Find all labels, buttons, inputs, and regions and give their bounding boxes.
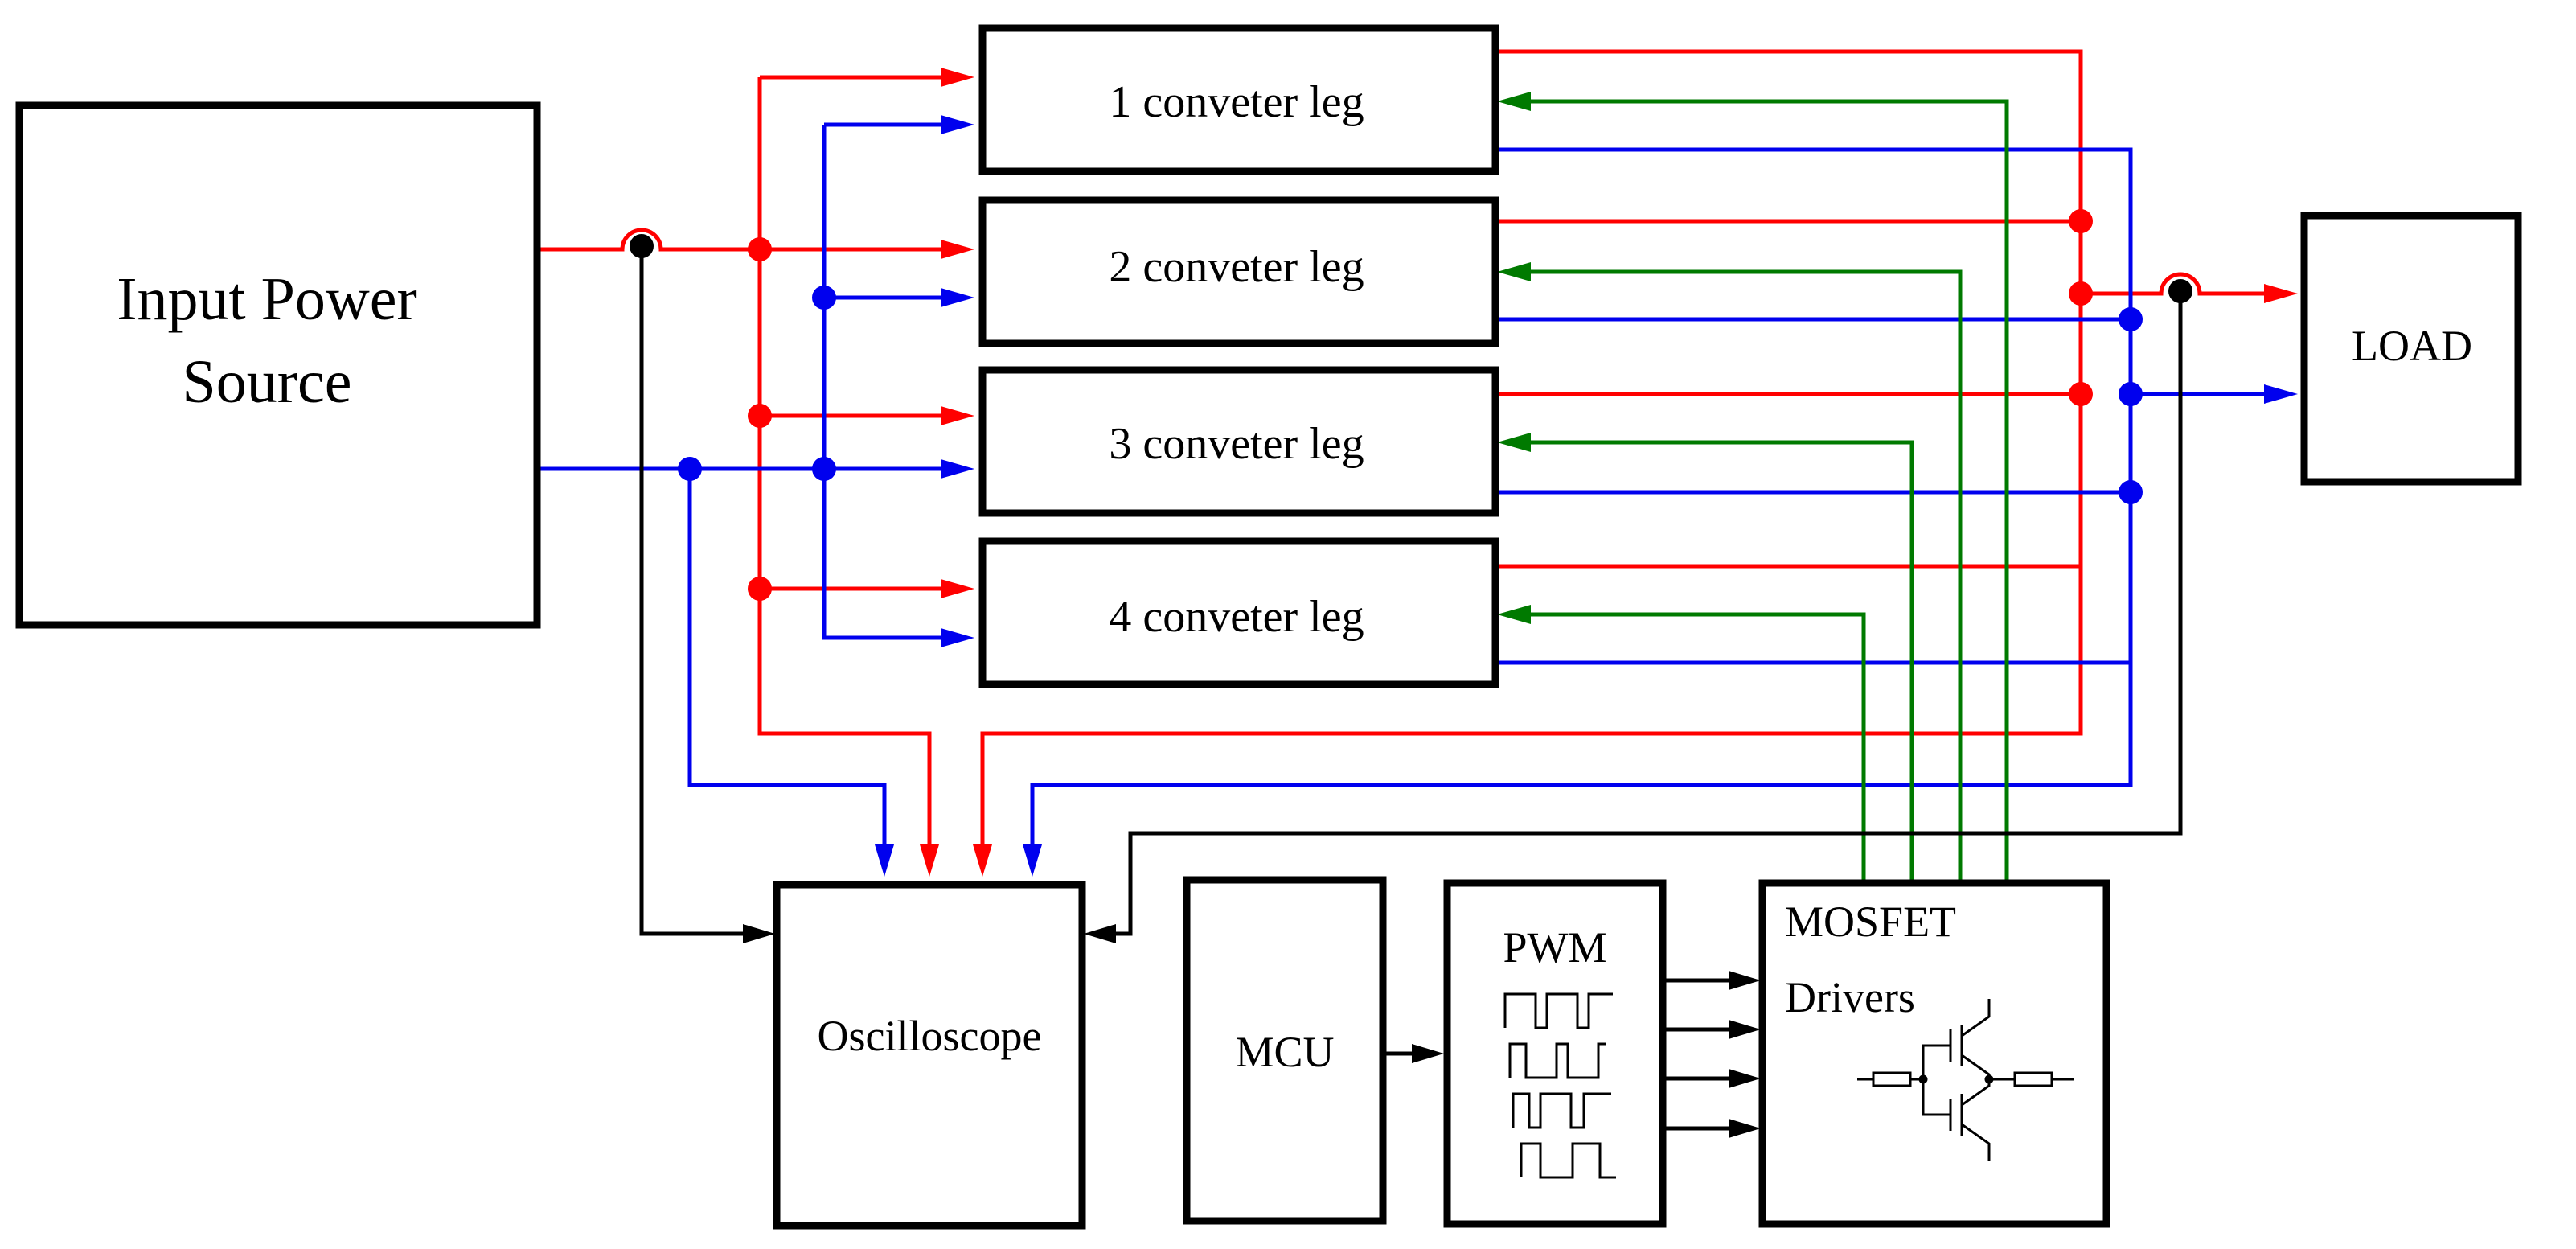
input-source-label-line1: Input Power <box>117 265 417 333</box>
pwm-block: PWM <box>1443 879 1667 1228</box>
arrowheads <box>743 68 2298 1138</box>
negative-input-rail <box>822 125 941 640</box>
positive-output-rail <box>980 49 2083 853</box>
converter-leg-3-block: 3 conveter leg <box>978 366 1499 517</box>
junction-dots <box>630 209 2192 601</box>
oscilloscope-block: Oscilloscope <box>773 881 1086 1230</box>
mosfet-label-line1: MOSFET <box>1785 898 1956 946</box>
load-label: LOAD <box>2352 322 2472 370</box>
gate-signal-wires <box>1510 99 2009 883</box>
input-negative-probe-wire <box>687 469 887 853</box>
converter-leg-4-label: 4 conveter leg <box>1109 592 1364 642</box>
pwm-label: PWM <box>1503 923 1606 972</box>
mcu-label: MCU <box>1235 1028 1334 1076</box>
converter-leg-2-label: 2 conveter leg <box>1109 242 1364 292</box>
mosfet-drivers-block: MOSFET Drivers <box>1758 879 2110 1228</box>
positive-input-rail <box>757 77 932 853</box>
load-block: LOAD <box>2300 212 2522 486</box>
converter-leg-4-block: 4 conveter leg <box>978 537 1499 688</box>
mosfet-driver-circuit-icon <box>1857 999 2074 1161</box>
input-source-label-line2: Source <box>182 348 351 416</box>
mcu-block: MCU <box>1183 876 1387 1225</box>
oscilloscope-label: Oscilloscope <box>818 1012 1042 1060</box>
converter-leg-2-block: 2 conveter leg <box>978 196 1499 347</box>
negative-output-rail <box>1030 147 2133 853</box>
converter-leg-1-label: 1 conveter leg <box>1109 77 1364 127</box>
measurement-wires <box>639 246 2183 1131</box>
converter-leg-1-block: 1 conveter leg <box>978 24 1499 175</box>
load-positive-wire <box>2081 272 2275 296</box>
input-power-source-block: Input Power Source <box>15 101 541 629</box>
converter-leg-3-label: 3 conveter leg <box>1109 419 1364 469</box>
input-positive-wire <box>540 228 941 252</box>
mosfet-label-line2: Drivers <box>1785 973 1915 1021</box>
pwm-waveform-icon <box>1503 992 1616 1179</box>
